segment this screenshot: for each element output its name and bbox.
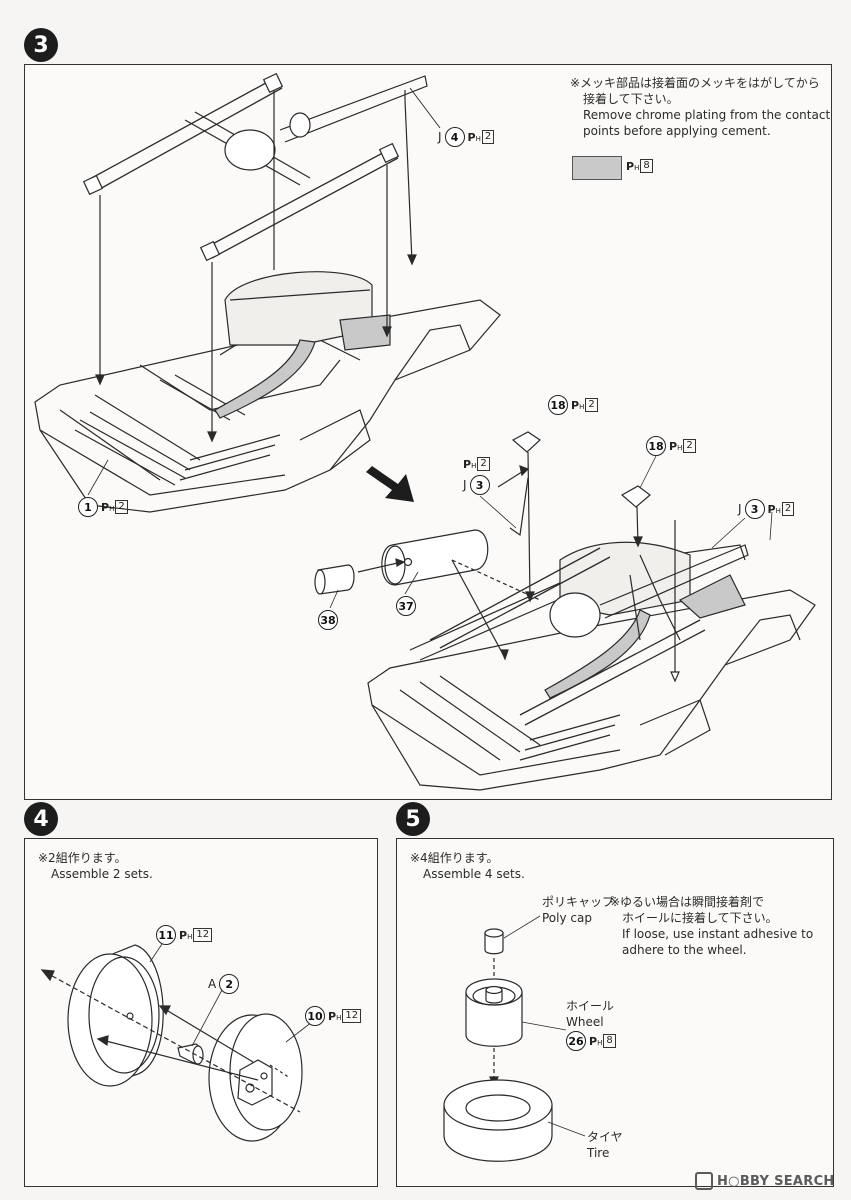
wheel-26: [465, 978, 523, 1047]
watermark-logo-icon: [695, 1172, 713, 1190]
wheel-label-en: Wheel: [566, 1015, 604, 1029]
transition-arrow: [366, 466, 414, 502]
tire-label-ja: タイヤ: [587, 1130, 623, 1144]
step-5-note-en: Assemble 4 sets.: [423, 867, 525, 881]
callout-j3a: J 3: [463, 475, 490, 495]
loose-note-en-1: If loose, use instant adhesive to: [622, 927, 814, 941]
step-5-note-ja: ※4組作ります。: [410, 851, 499, 865]
tire: [443, 1079, 553, 1162]
lower-chassis-frame: [367, 541, 816, 791]
wheel-label-ja: ホイール: [566, 999, 615, 1013]
tire-label-en: Tire: [587, 1146, 610, 1160]
step-4-badge: 4: [24, 802, 58, 836]
chrome-swatch: [572, 156, 622, 180]
loose-note-ja-1: ※ゆるい場合は瞬間接着剤で: [610, 895, 765, 909]
poly-cap: [484, 928, 504, 955]
chrome-note-ja-1: ※メッキ部品は接着面のメッキをはがしてから: [570, 76, 820, 90]
step-3-badge: 3: [24, 28, 58, 62]
watermark: H○BBY SEARCH: [695, 1172, 835, 1190]
loose-note-ja-2: ホイールに接着して下さい。: [622, 911, 778, 925]
step-3-leaders: [87, 455, 746, 609]
step-5-badge: 5: [396, 802, 430, 836]
muffler-assembly: [314, 431, 773, 683]
step-4-note-en: Assemble 2 sets.: [51, 867, 153, 881]
loose-note-en-2: adhere to the wheel.: [622, 943, 747, 957]
upper-chassis-frame: [34, 271, 501, 513]
axle-pin-a2: [177, 1043, 204, 1065]
polycap-label-ja: ポリキャップ: [542, 895, 615, 909]
callout-a2: A 2: [208, 974, 240, 994]
chrome-note-en-1: Remove chrome plating from the contact: [583, 108, 831, 122]
chrome-note-en-2: points before applying cement.: [583, 124, 771, 138]
step-4-note-ja: ※2組作ります。: [38, 851, 127, 865]
chrome-note-ja-2: 接着して下さい。: [583, 92, 679, 106]
polycap-label-en: Poly cap: [542, 911, 592, 925]
upper-guide-lines: [95, 87, 441, 443]
callout-part-37: 37: [396, 596, 416, 616]
rear-axle-assembly: [82, 72, 428, 262]
callout-part-38: 38: [318, 610, 338, 630]
